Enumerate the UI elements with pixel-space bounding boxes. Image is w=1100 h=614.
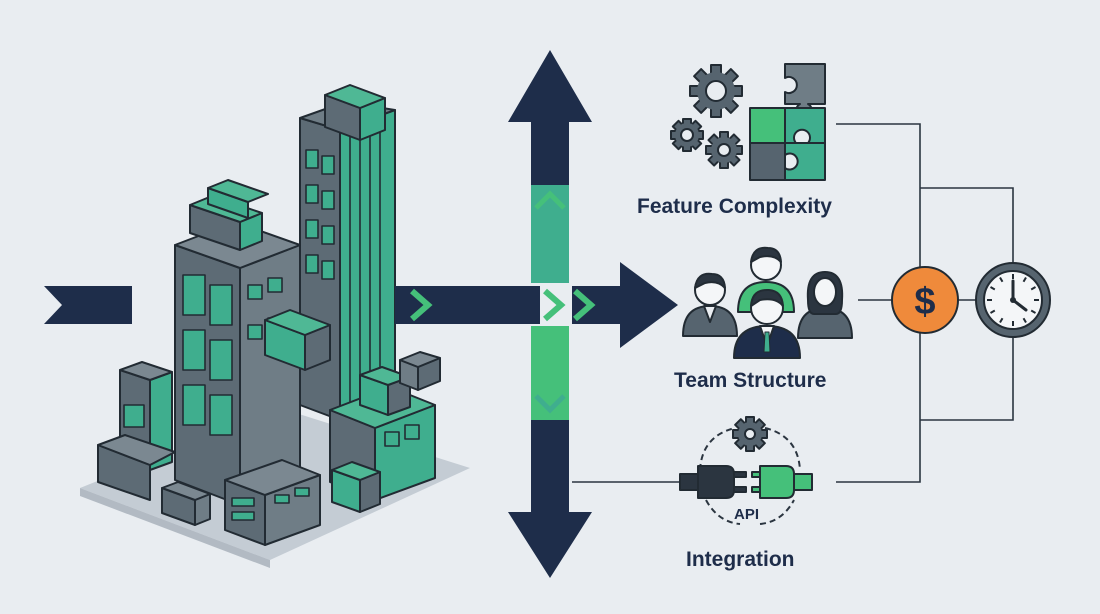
connector-lines (572, 123, 1014, 483)
arrow-shaft-mid (395, 286, 540, 324)
front-top (224, 459, 321, 496)
puzzle-bottom-right (784, 142, 826, 181)
gear-small-left-icon (670, 118, 704, 152)
puzzle-bottom-left (749, 142, 786, 181)
base-box-top (161, 481, 211, 501)
person-back-left (682, 272, 738, 337)
gear-api-icon (732, 416, 768, 452)
gear-small-right-icon (705, 131, 743, 169)
person-front-center (733, 288, 801, 359)
person-back-right (797, 271, 853, 339)
roof-cube-top (324, 84, 386, 109)
varrow-green-upper (531, 185, 569, 283)
varrow-head-top (508, 50, 592, 185)
arrow-head-right (572, 262, 678, 348)
arrow-chevron-2 (543, 288, 566, 322)
puzzle-right-mid (784, 107, 826, 144)
varrow-chevron-down (534, 394, 566, 414)
plug-right (751, 465, 813, 499)
cycle-arrows (699, 427, 801, 525)
tower-windows (305, 149, 335, 280)
step-big-top (264, 309, 331, 336)
feature-complexity-label: Feature Complexity (637, 195, 832, 218)
roof-box-b-top (207, 179, 269, 203)
left-low-top (119, 361, 173, 381)
cube-front-green-top (331, 461, 381, 481)
arrow-chevron-3 (573, 288, 596, 322)
clock-icon (975, 262, 1051, 338)
api-plug-icon: API (679, 416, 813, 525)
api-label: API (734, 506, 759, 523)
connector-clock-bottom (920, 334, 1014, 421)
dollar-coin-icon: $ (891, 266, 959, 334)
integration-label: Integration (686, 548, 795, 571)
connector-clock-top (920, 187, 1014, 266)
varrow-head-bottom (508, 420, 592, 578)
varrow-chevron-up (534, 190, 566, 210)
front-windows (231, 487, 310, 521)
connector-integration (836, 300, 921, 483)
team-structure-label: Team Structure (674, 369, 827, 392)
connector-feature (836, 123, 921, 300)
puzzle-icon (749, 63, 826, 181)
gear-large-icon (689, 64, 743, 118)
cube-far-right-top (399, 351, 441, 368)
arrow-chevron-1 (410, 288, 433, 322)
clock-ticks (987, 274, 1039, 326)
right-block-windows (384, 424, 420, 447)
arrow-tail-left (44, 286, 132, 324)
vertical-arrow (508, 50, 592, 578)
gears-puzzle-icon (670, 63, 826, 181)
tower-stripes (349, 117, 381, 412)
horizontal-arrow (44, 262, 678, 348)
coin-symbol: $ (914, 281, 935, 323)
varrow-green-lower (531, 326, 569, 420)
ground-plate-edge (80, 488, 270, 568)
base-left-top (97, 434, 176, 466)
team-people-icon (682, 246, 853, 359)
plug-left (679, 465, 747, 499)
left-low-window (123, 404, 145, 428)
isometric-buildings-icon (80, 84, 470, 568)
